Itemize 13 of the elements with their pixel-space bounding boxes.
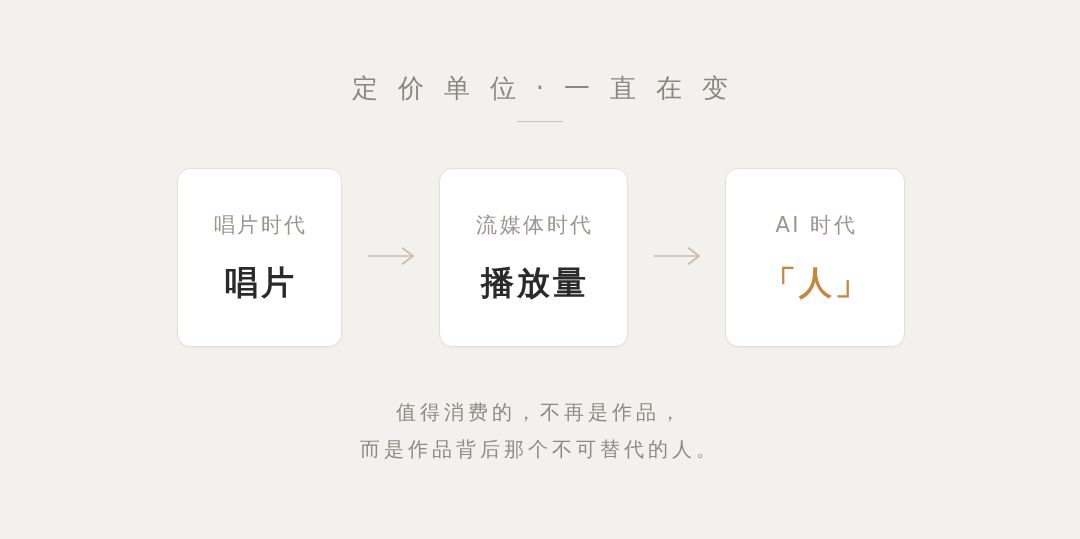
arrow [653, 247, 700, 265]
card-value: 唱片 [224, 263, 297, 302]
caption: 值得消费的，不再是作品，而是作品背后那个不可替代的人。 [360, 400, 720, 461]
card-value: 播放量 [479, 263, 589, 302]
arrow [367, 247, 414, 265]
card-value: 「人」 [761, 263, 871, 302]
card-heading: 流媒体时代 [475, 213, 594, 237]
card [725, 168, 905, 347]
card-heading: 唱片时代 [212, 213, 308, 237]
card-heading: AI 时代 [774, 213, 858, 237]
title: 定价单位·一直在变 [350, 73, 749, 103]
card [439, 168, 628, 347]
card [177, 168, 342, 347]
